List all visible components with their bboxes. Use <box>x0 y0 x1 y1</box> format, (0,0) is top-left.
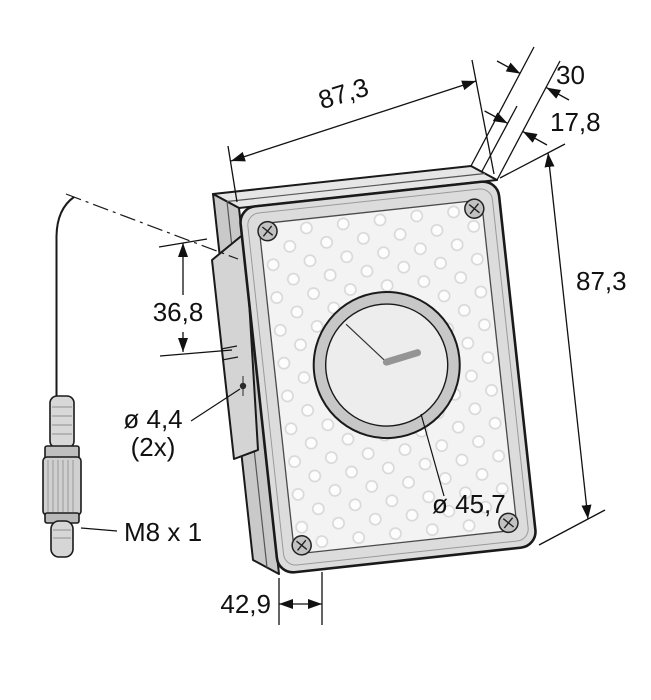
bracket-notch-edge <box>221 356 239 361</box>
housing-seam-top <box>226 172 486 203</box>
dim-side-height: 87,3 <box>499 143 627 546</box>
extension-line <box>499 143 566 179</box>
label-connector-thread: M8 x 1 <box>80 517 202 547</box>
dim-bezel-depth: 17,8 <box>481 105 601 173</box>
bezel-inner-line <box>247 188 529 566</box>
extension-line <box>481 105 518 173</box>
connector-body <box>42 456 82 516</box>
dim-bottom-offset: 42,9 <box>220 572 323 625</box>
extension-line <box>470 46 535 167</box>
corner-screw <box>291 535 312 556</box>
connector-thread-label: M8 x 1 <box>124 517 202 547</box>
cable <box>55 196 75 397</box>
dim-total-depth-label: 30 <box>556 60 585 90</box>
extension-line <box>227 145 238 203</box>
corner-screw <box>464 198 485 219</box>
aperture-diameter-label: ø 45,7 <box>432 489 506 519</box>
dimension-arrow <box>496 60 521 75</box>
m8-connector <box>42 395 82 558</box>
dim-bracket-offset: 36,8 <box>153 238 233 357</box>
mount-hole-diameter-label: ø 4,4 <box>123 404 182 434</box>
aperture-pointer-line <box>345 323 387 363</box>
cable-axis-centerline <box>65 193 239 260</box>
aperture-stub <box>382 349 422 366</box>
leader-line <box>420 413 445 497</box>
extension-tick <box>159 349 233 357</box>
extension-line <box>538 509 606 546</box>
dim-bottom-offset-label: 42,9 <box>220 589 271 619</box>
connector-tip <box>50 520 74 558</box>
connector-boot <box>49 395 75 449</box>
dim-total-depth: 30 <box>470 46 585 181</box>
corner-screw <box>498 512 519 534</box>
dimension-line <box>230 80 477 162</box>
label-mount-hole: ø 4,4 (2x) <box>123 388 241 462</box>
dim-side-height-label: 87,3 <box>576 266 627 296</box>
extension-line <box>496 60 561 181</box>
cable-assembly <box>42 193 239 558</box>
front-panel <box>239 180 537 574</box>
leader-line <box>80 527 118 532</box>
dim-bracket-offset-label: 36,8 <box>153 297 204 327</box>
label-aperture-diameter: ø 45,7 <box>420 413 506 519</box>
dimension-arrow <box>522 131 548 146</box>
leader-line <box>190 388 241 422</box>
dimension-line <box>544 152 592 520</box>
mount-hole-count-label: (2x) <box>131 432 176 462</box>
dim-bezel-depth-label: 17,8 <box>550 107 601 137</box>
corner-screw <box>257 220 278 242</box>
dimension-arrow <box>546 87 570 101</box>
bracket-notch-edge <box>220 345 238 350</box>
dimension-arrow <box>484 110 508 124</box>
dim-top-width-label: 87,3 <box>315 72 372 115</box>
